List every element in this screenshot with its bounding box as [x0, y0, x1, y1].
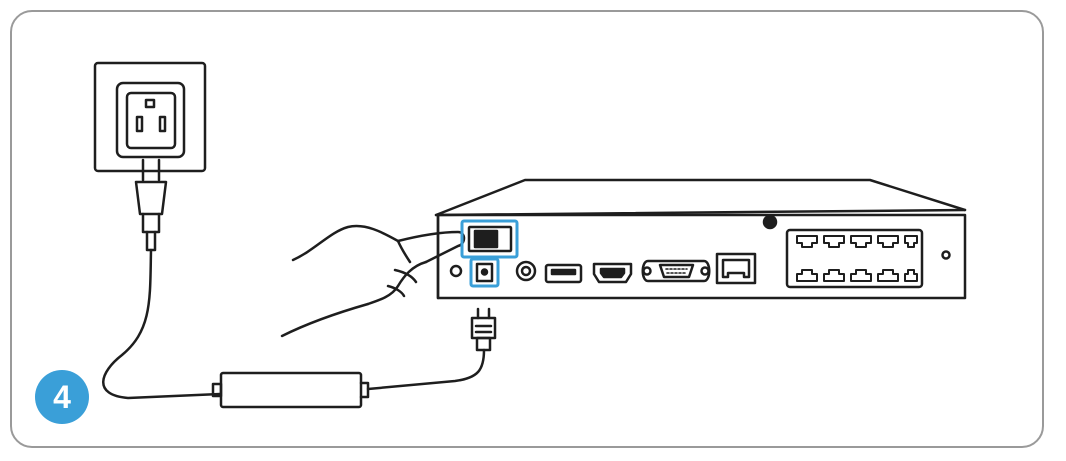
hdmi-port-icon [592, 262, 633, 284]
dc-power-port-icon [469, 257, 500, 288]
lan-port-icon [715, 252, 757, 285]
audio-port-icon [515, 260, 537, 282]
poe-ports-icon [785, 228, 924, 289]
step-number: 4 [53, 378, 71, 415]
power-cable-right [366, 348, 486, 391]
vga-port-icon [641, 259, 711, 283]
power-plug-icon [134, 158, 168, 252]
step-number-badge: 4 [35, 370, 89, 424]
wall-outlet-icon [93, 61, 207, 173]
nvr-device-icon [434, 178, 967, 300]
power-cable-left [102, 248, 222, 400]
hand-pointer-icon [280, 224, 466, 338]
dc-connector-icon [470, 307, 497, 352]
power-switch-icon [460, 219, 519, 259]
usb-port-icon [544, 263, 583, 284]
power-adapter-icon [211, 371, 370, 409]
